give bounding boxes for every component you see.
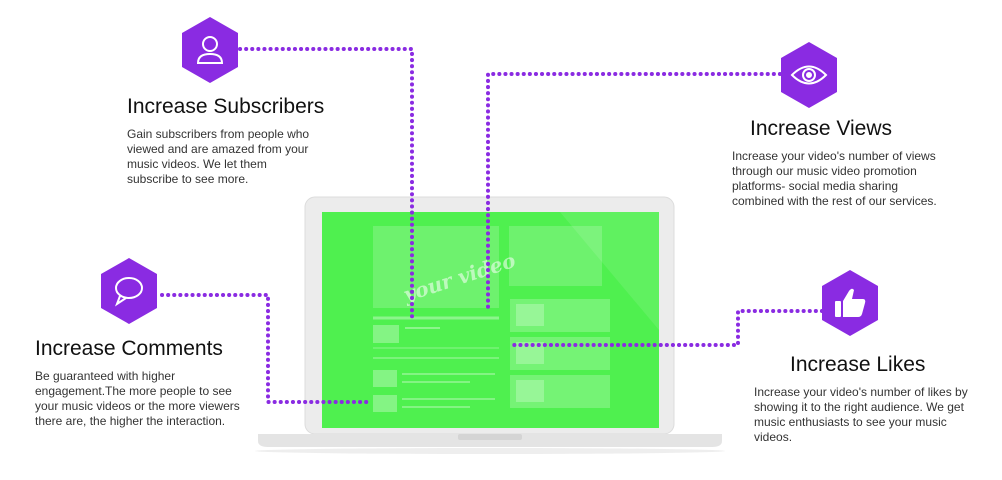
speech-bubble-icon [114,277,143,307]
comments-hexagon [98,256,160,326]
feature-description: Be guaranteed with higher engagement.The… [35,369,240,428]
feature-likes: Increase Likes Increase your video's num… [754,353,994,445]
feature-description: Increase your video's number of views th… [732,149,937,208]
eye-icon [790,65,828,85]
feature-title: Increase Comments [35,337,223,360]
user-icon [196,36,224,64]
feature-description: Increase your video's number of likes by… [754,385,968,444]
feature-title: Increase Subscribers [127,95,325,118]
subscribers-hexagon [179,15,241,85]
likes-hexagon [819,268,881,338]
views-hexagon [778,40,840,110]
feature-subscribers: Increase Subscribers Gain subscribers fr… [127,95,357,187]
feature-title: Increase Views [750,117,893,140]
feature-title: Increase Likes [790,353,926,376]
thumbs-up-icon [835,288,866,317]
feature-description: Gain subscribers from people who viewed … [127,127,310,186]
feature-comments: Increase Comments Be guaranteed with hig… [35,337,295,429]
feature-views: Increase Views Increase your video's num… [732,117,972,209]
